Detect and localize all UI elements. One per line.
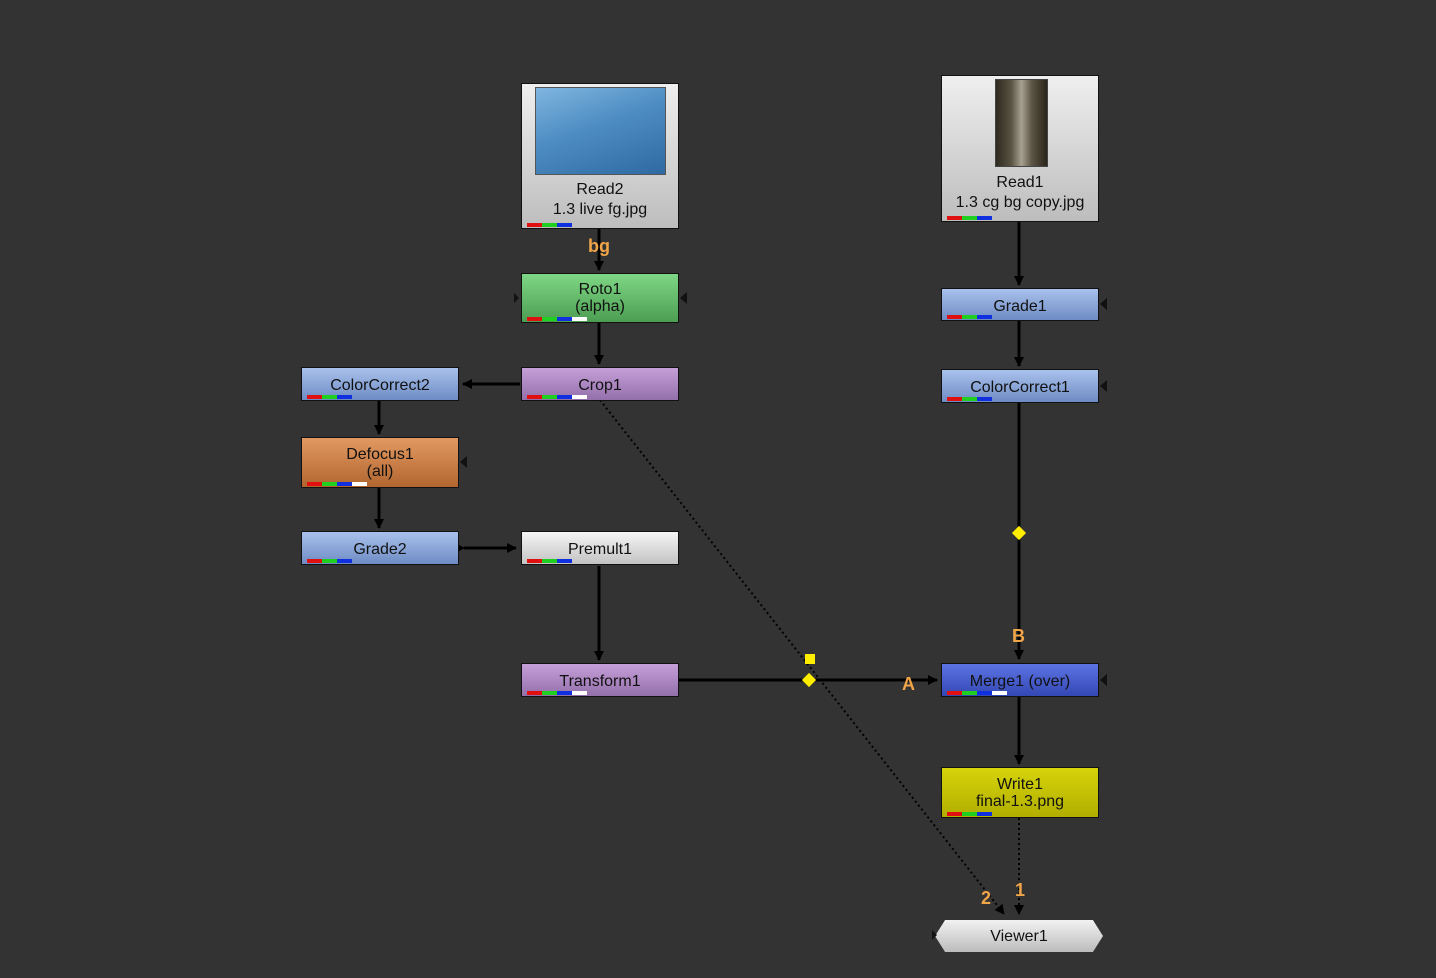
jets-image-thumbnail <box>535 87 666 175</box>
read1-node[interactable]: Read1 1.3 cg bg copy.jpg <box>941 75 1099 222</box>
crop1-node[interactable]: Crop1 <box>521 367 679 401</box>
colorcorrect1-node[interactable]: ColorCorrect1 <box>941 369 1099 403</box>
channel-indicator <box>527 395 587 399</box>
colorcorrect2-label: ColorCorrect2 <box>330 377 430 394</box>
wire-midpoint-handle[interactable] <box>801 672 817 688</box>
viewer1-node[interactable]: Viewer1 <box>935 920 1103 952</box>
grade1-node[interactable]: Grade1 <box>941 288 1099 321</box>
channel-indicator <box>307 482 367 486</box>
roto1-mask-input-arrow[interactable] <box>680 292 687 304</box>
premult1-label: Premult1 <box>567 541 633 558</box>
roto1-node[interactable]: Roto1 (alpha) <box>521 273 679 323</box>
pin-label-a: A <box>902 674 915 694</box>
pin-label-2: 2 <box>981 888 992 908</box>
viewer1-input-arrow[interactable] <box>932 930 937 940</box>
transform1-node[interactable]: Transform1 <box>521 663 679 697</box>
read2-node[interactable]: Read2 1.3 live fg.jpg <box>521 83 679 229</box>
merge1-mask-input-arrow[interactable] <box>1100 674 1107 686</box>
write1-file-label: final-1.3.png <box>975 793 1065 810</box>
channel-indicator <box>947 216 992 220</box>
grade1-label: Grade1 <box>993 298 1047 315</box>
grade2-node[interactable]: Grade2 <box>301 531 459 565</box>
crop1-label: Crop1 <box>578 377 622 394</box>
transform1-label: Transform1 <box>559 673 641 690</box>
channel-indicator <box>527 559 572 563</box>
wire-crop1-viewer1 <box>599 399 1005 915</box>
pin-label-b: B <box>1012 626 1025 646</box>
read1-label: Read1 <box>996 174 1044 191</box>
channel-indicator <box>527 691 587 695</box>
channel-indicator <box>307 395 352 399</box>
roto1-channel-label: (alpha) <box>575 298 625 315</box>
grade1-mask-input-arrow[interactable] <box>1100 298 1107 310</box>
read2-label: Read2 <box>576 181 624 198</box>
read1-file-label: 1.3 cg bg copy.jpg <box>955 194 1085 211</box>
street-image-thumbnail <box>995 79 1048 167</box>
write1-label: Write1 <box>997 776 1043 793</box>
premult1-node[interactable]: Premult1 <box>521 531 679 565</box>
roto1-label: Roto1 <box>578 281 622 298</box>
defocus1-node[interactable]: Defocus1 (all) <box>301 437 459 488</box>
merge1-label: Merge1 (over) <box>969 673 1071 690</box>
read2-file-label: 1.3 live fg.jpg <box>552 201 648 218</box>
channel-indicator <box>527 317 587 321</box>
channel-indicator <box>947 397 992 401</box>
colorcorrect1-mask-input-arrow[interactable] <box>1100 380 1107 392</box>
wire-elbow-handle[interactable] <box>805 654 815 664</box>
pin-label-bg: bg <box>588 236 610 256</box>
colorcorrect2-node[interactable]: ColorCorrect2 <box>301 367 459 401</box>
write1-node[interactable]: Write1 final-1.3.png <box>941 767 1099 818</box>
colorcorrect1-label: ColorCorrect1 <box>970 379 1070 396</box>
wire-midpoint-handle[interactable] <box>1011 525 1027 541</box>
defocus1-label: Defocus1 <box>346 446 414 463</box>
grade2-label: Grade2 <box>353 541 407 558</box>
merge1-node[interactable]: Merge1 (over) <box>941 663 1099 697</box>
channel-indicator <box>947 691 1007 695</box>
roto1-input-arrow[interactable] <box>514 293 519 303</box>
defocus1-mask-input-arrow[interactable] <box>460 456 467 468</box>
channel-indicator <box>527 223 572 227</box>
channel-indicator <box>947 315 992 319</box>
defocus1-channel-label: (all) <box>366 463 394 480</box>
viewer1-label: Viewer1 <box>990 928 1048 945</box>
pin-label-1: 1 <box>1015 880 1026 900</box>
channel-indicator <box>307 559 352 563</box>
channel-indicator <box>947 812 992 816</box>
